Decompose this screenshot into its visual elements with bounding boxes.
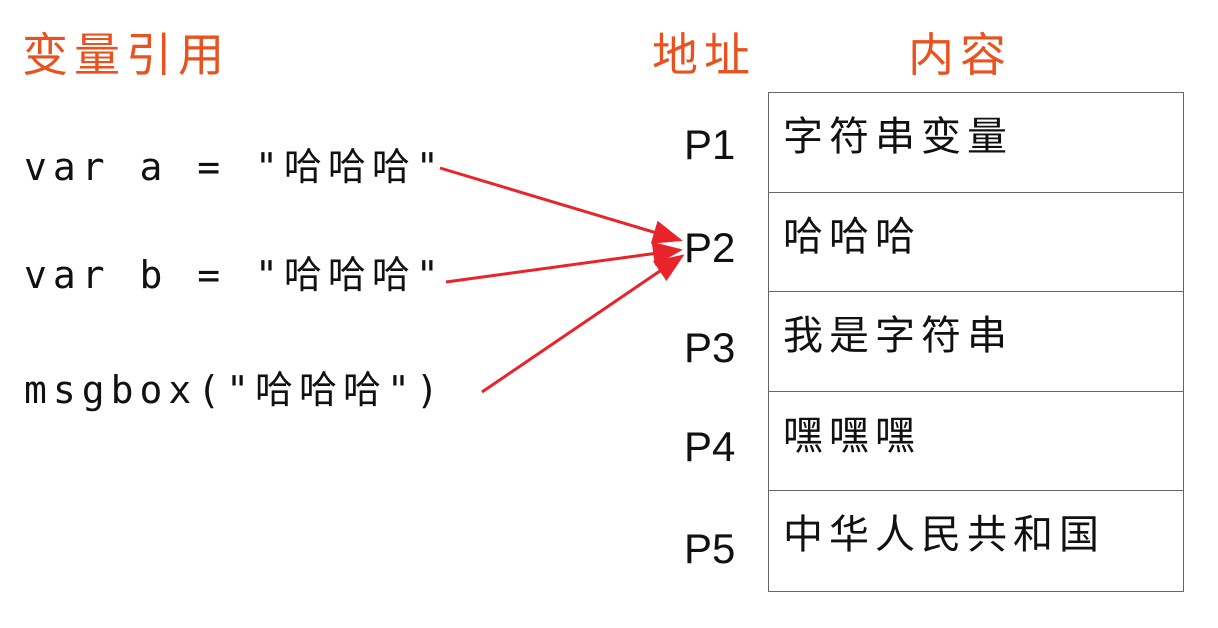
- arrow-msgbox-to-p2: [481, 254, 685, 394]
- memory-content-p4: 嘿嘿嘿: [783, 412, 921, 459]
- code-line-var-a: var a = "哈哈哈": [24, 145, 445, 189]
- memory-cell-p5: 中华人民共和国: [769, 491, 1183, 591]
- memory-content-p3: 我是字符串: [783, 313, 1013, 360]
- address-p2: P2: [684, 224, 736, 271]
- address-p3: P3: [684, 324, 736, 371]
- address-p1: P1: [684, 121, 736, 168]
- address-p5: P5: [684, 525, 736, 572]
- arrow-a-to-p2: [439, 166, 683, 244]
- code-line-msgbox: msgbox("哈哈哈"): [24, 368, 445, 412]
- address-heading: 地址: [652, 28, 756, 82]
- memory-cell-p4: 嘿嘿嘿: [769, 392, 1183, 492]
- code-line-var-b: var b = "哈哈哈": [24, 253, 445, 297]
- content-heading: 内容: [908, 28, 1012, 82]
- memory-cell-p1: 字符串变量: [769, 93, 1183, 193]
- memory-content-p1: 字符串变量: [783, 114, 1013, 160]
- memory-table: 字符串变量 哈哈哈 我是字符串 嘿嘿嘿 中华人民共和国: [768, 92, 1184, 592]
- address-p4: P4: [684, 423, 736, 470]
- memory-content-p5: 中华人民共和国: [783, 512, 1105, 559]
- memory-cell-p3: 我是字符串: [769, 292, 1183, 392]
- arrow-b-to-p2: [445, 241, 683, 284]
- memory-cell-p2: 哈哈哈: [769, 193, 1183, 293]
- variable-reference-heading: 变量引用: [22, 28, 230, 82]
- memory-content-p2: 哈哈哈: [783, 213, 921, 260]
